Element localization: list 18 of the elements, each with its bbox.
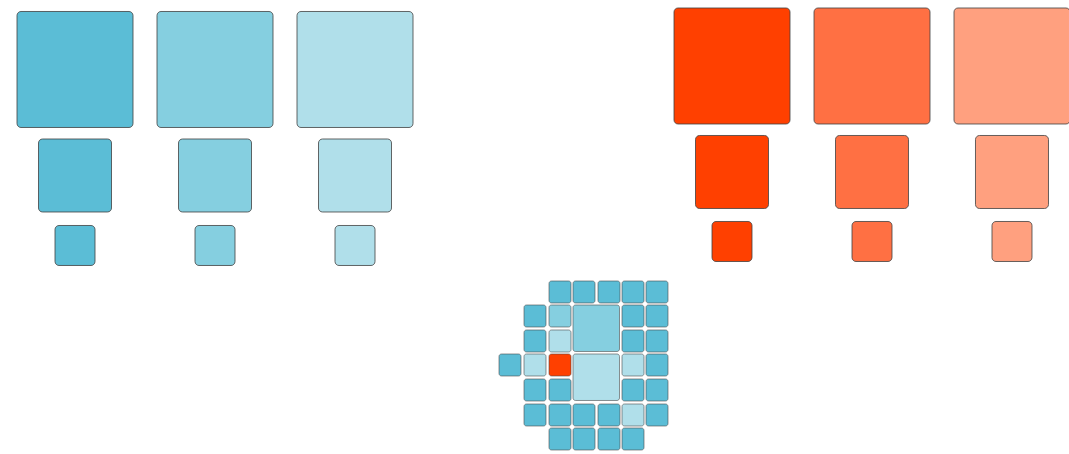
rounded-square bbox=[16, 11, 134, 128]
rounded-square bbox=[673, 7, 791, 125]
rounded-square bbox=[991, 221, 1033, 262]
rounded-square bbox=[296, 11, 414, 128]
rounded-square bbox=[835, 135, 909, 209]
rounded-square bbox=[695, 135, 769, 209]
rounded-square bbox=[334, 225, 376, 266]
rounded-square bbox=[54, 225, 96, 266]
rounded-square bbox=[813, 7, 931, 125]
rounded-square bbox=[953, 7, 1069, 125]
rounded-square bbox=[975, 135, 1049, 209]
rounded-square bbox=[851, 221, 893, 262]
rounded-square bbox=[318, 138, 392, 213]
rounded-square bbox=[194, 225, 236, 266]
rounded-square bbox=[156, 11, 274, 128]
rounded-square bbox=[38, 138, 112, 213]
rounded-square bbox=[711, 221, 753, 262]
rounded-square bbox=[178, 138, 252, 213]
